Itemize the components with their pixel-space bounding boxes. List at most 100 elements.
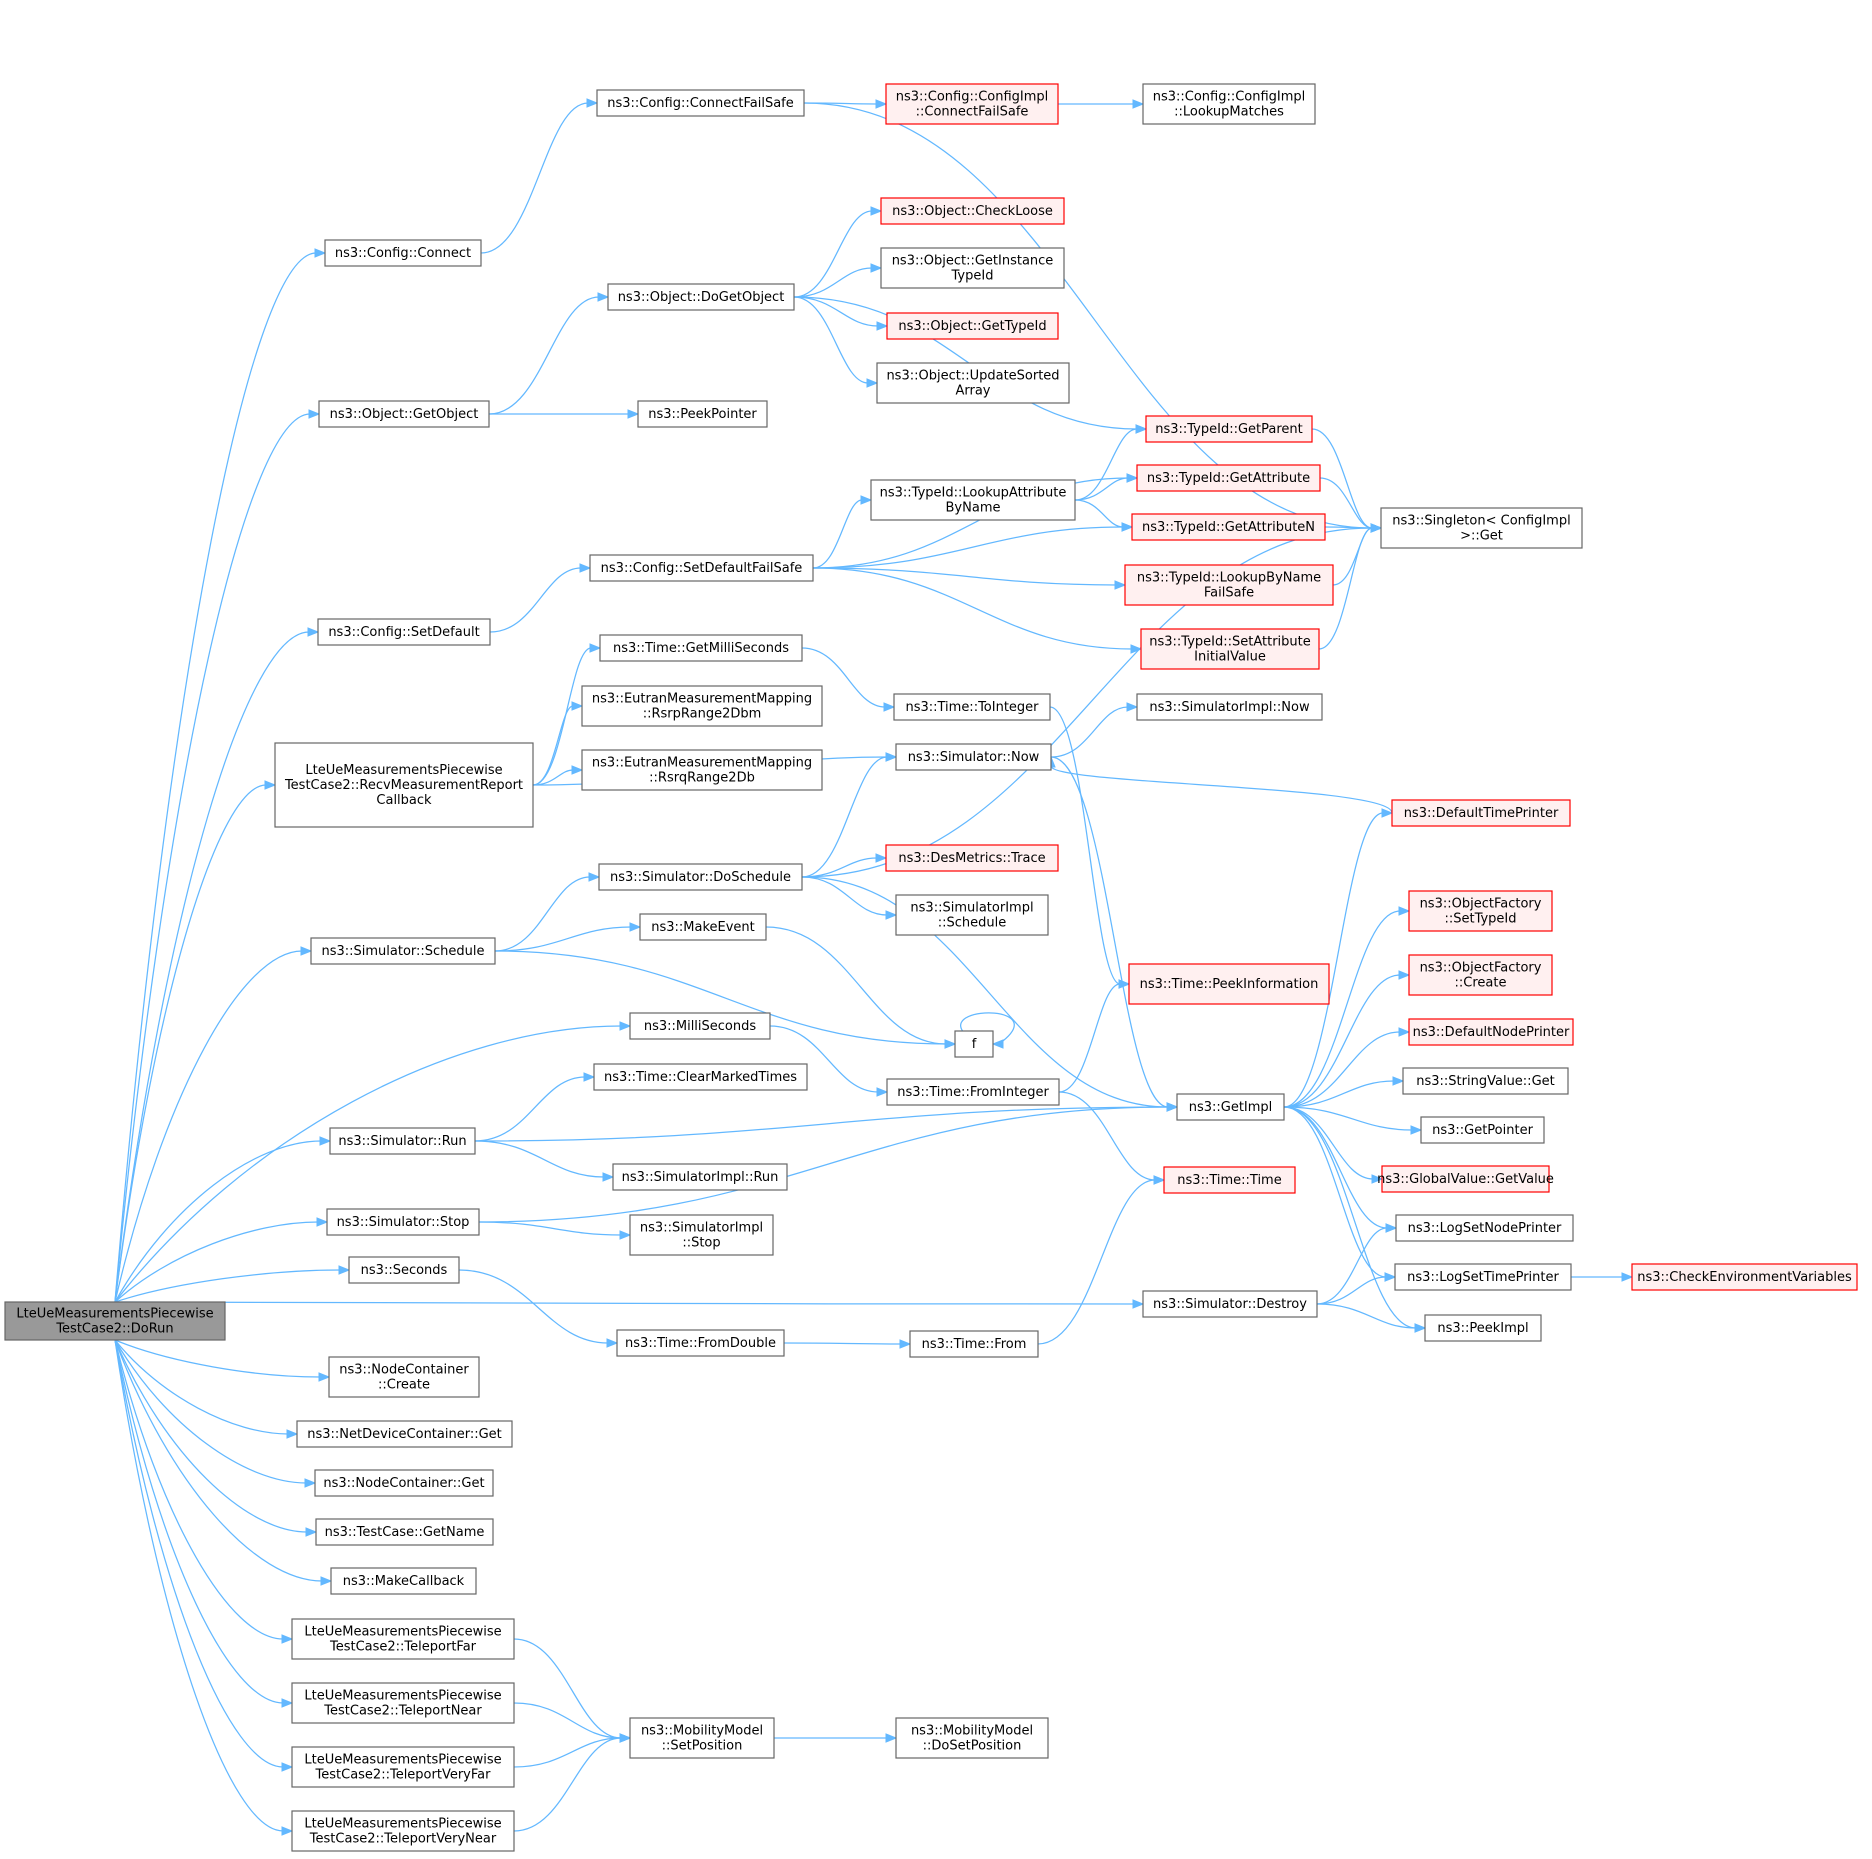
node-obj-get-object[interactable]: ns3::Object::GetObject [318,400,490,428]
node-time-from-double[interactable]: ns3::Time::FromDouble [616,1329,785,1357]
node-label-line: ns3::GetImpl [1189,1100,1273,1115]
node-label-line: ::Create [1455,976,1507,991]
node-default-node-printer[interactable]: ns3::DefaultNodePrinter [1408,1018,1574,1046]
node-sim-run[interactable]: ns3::Simulator::Run [329,1127,476,1155]
node-string-value-get[interactable]: ns3::StringValue::Get [1402,1067,1569,1095]
node-time-clear-marked-times[interactable]: ns3::Time::ClearMarkedTimes [593,1063,808,1091]
node-box [328,1356,480,1398]
node-teleport-very-near[interactable]: LteUeMeasurementsPiecewiseTestCase2::Tel… [291,1810,515,1852]
node-obj-get-type-id[interactable]: ns3::Object::GetTypeId [886,312,1059,340]
edge-arrowhead [1392,1076,1405,1086]
node-sim-schedule[interactable]: ns3::Simulator::Schedule [310,937,496,965]
node-sim-stop[interactable]: ns3::Simulator::Stop [326,1208,480,1236]
node-type-get-parent[interactable]: ns3::TypeId::GetParent [1145,415,1313,443]
edge-arrowhead [316,1217,329,1227]
node-label-line: ns3::SimulatorImpl::Run [622,1170,779,1185]
edge-line [1037,1179,1156,1345]
edge-sim-stop-to-get-impl [478,1102,1179,1223]
node-time-from[interactable]: ns3::Time::From [909,1330,1039,1358]
node-check-env-vars[interactable]: ns3::CheckEnvironmentVariables [1631,1263,1858,1291]
node-cfg-impl-lookup-matches[interactable]: ns3::Config::ConfigImpl::LookupMatches [1142,83,1316,125]
edge-get-impl-to-global-value-get-value [1283,1106,1384,1184]
node-node-container-get[interactable]: ns3::NodeContainer::Get [314,1469,494,1497]
node-mobility-set-position[interactable]: ns3::MobilityModel::SetPosition [629,1717,775,1759]
node-recv-meas-callback[interactable]: LteUeMeasurementsPiecewiseTestCase2::Rec… [274,742,534,828]
node-label-line: ns3::Config::ConfigImpl [896,90,1049,105]
node-peek-pointer[interactable]: ns3::PeekPointer [637,400,768,428]
node-get-pointer[interactable]: ns3::GetPointer [1420,1116,1545,1144]
node-teleport-near[interactable]: LteUeMeasurementsPiecewiseTestCase2::Tel… [291,1682,515,1724]
node-type-get-attribute[interactable]: ns3::TypeId::GetAttribute [1136,464,1321,492]
node-test-case-get-name[interactable]: ns3::TestCase::GetName [315,1518,494,1546]
node-box [886,1078,1060,1106]
node-teleport-very-far[interactable]: LteUeMeasurementsPiecewiseTestCase2::Tel… [291,1746,515,1788]
edge-sim-schedule-to-make-event [494,922,642,952]
node-log-set-node-printer[interactable]: ns3::LogSetNodePrinter [1395,1214,1574,1242]
edge-arrowhead [579,563,592,573]
edge-arrowhead [583,1072,596,1082]
edge-sim-schedule-to-sim-do-schedule [494,872,601,952]
edge-arrowhead [1126,702,1139,712]
edge-arrowhead [1166,1102,1179,1112]
node-time-from-integer[interactable]: ns3::Time::FromInteger [886,1078,1060,1106]
node-des-metrics-trace[interactable]: ns3::DesMetrics::Trace [885,844,1059,872]
node-cfg-set-default-fail-safe[interactable]: ns3::Config::SetDefaultFailSafe [589,554,814,582]
node-eutran-rsrq[interactable]: ns3::EutranMeasurementMapping::RsrqRange… [581,749,823,791]
node-label-line: TestCase2::RecvMeasurementReport [284,778,523,793]
node-f[interactable]: f [954,1030,994,1058]
node-cfg-set-default[interactable]: ns3::Config::SetDefault [317,618,491,646]
node-sim-impl-run[interactable]: ns3::SimulatorImpl::Run [612,1163,788,1191]
node-eutran-rsrp[interactable]: ns3::EutranMeasurementMapping::RsrpRange… [581,685,823,727]
node-teleport-far[interactable]: LteUeMeasurementsPiecewiseTestCase2::Tel… [291,1618,515,1660]
node-label-line: LteUeMeasurementsPiecewise [304,1689,501,1704]
node-make-callback[interactable]: ns3::MakeCallback [330,1567,477,1595]
node-label-line: ns3::StringValue::Get [1416,1074,1554,1089]
node-net-dev-container-get[interactable]: ns3::NetDeviceContainer::Get [296,1420,513,1448]
node-sim-do-schedule[interactable]: ns3::Simulator::DoSchedule [598,863,803,891]
node-cfg-impl-connect-fail-safe[interactable]: ns3::Config::ConfigImpl::ConnectFailSafe [885,83,1059,125]
node-cfg-connect[interactable]: ns3::Config::Connect [324,239,482,267]
node-obj-factory-set-type-id[interactable]: ns3::ObjectFactory::SetTypeId [1408,890,1553,932]
node-make-event[interactable]: ns3::MakeEvent [639,913,767,941]
node-sim-destroy[interactable]: ns3::Simulator::Destroy [1142,1290,1318,1318]
node-time-peek-information[interactable]: ns3::Time::PeekInformation [1128,963,1330,1005]
node-default-time-printer[interactable]: ns3::DefaultTimePrinter [1391,799,1571,827]
node-label-line: ns3::Object::GetTypeId [898,319,1046,334]
node-mobility-do-set-position[interactable]: ns3::MobilityModel::DoSetPosition [895,1717,1049,1759]
node-time-time[interactable]: ns3::Time::Time [1163,1166,1296,1194]
node-label-line: ns3::Object::GetInstance [892,254,1054,269]
edge-line [114,1339,321,1378]
node-log-set-time-printer[interactable]: ns3::LogSetTimePrinter [1394,1263,1572,1291]
edge-line [765,926,947,1045]
node-seconds[interactable]: ns3::Seconds [348,1256,460,1284]
node-cfg-connect-fail-safe[interactable]: ns3::Config::ConnectFailSafe [596,89,805,117]
node-sim-impl-stop[interactable]: ns3::SimulatorImpl::Stop [629,1214,774,1256]
node-obj-factory-create[interactable]: ns3::ObjectFactory::Create [1408,954,1553,996]
node-singleton-get[interactable]: ns3::Singleton< ConfigImpl>::Get [1380,507,1583,549]
node-obj-check-loose[interactable]: ns3::Object::CheckLoose [880,197,1065,225]
node-label-line: ns3::Config::ConfigImpl [1153,90,1306,105]
edge-arrowhead [606,1338,619,1348]
node-milli-seconds[interactable]: ns3::MilliSeconds [629,1012,771,1040]
node-obj-do-get-object[interactable]: ns3::Object::DoGetObject [607,283,795,311]
node-root[interactable]: LteUeMeasurementsPiecewiseTestCase2::DoR… [4,1301,226,1341]
node-sim-now[interactable]: ns3::Simulator::Now [895,743,1052,771]
edge-time-to-integer-to-time-peek-information [1049,706,1131,989]
node-global-value-get-value[interactable]: ns3::GlobalValue::GetValue [1377,1165,1554,1193]
node-sim-impl-now[interactable]: ns3::SimulatorImpl::Now [1136,693,1323,721]
node-time-to-integer[interactable]: ns3::Time::ToInteger [893,693,1051,721]
node-peek-impl[interactable]: ns3::PeekImpl [1424,1314,1542,1342]
node-time-get-milli-seconds[interactable]: ns3::Time::GetMilliSeconds [599,634,803,662]
node-node-container-create[interactable]: ns3::NodeContainer::Create [328,1356,480,1398]
edge-arrowhead [619,1733,632,1743]
node-type-get-attribute-n[interactable]: ns3::TypeId::GetAttributeN [1131,513,1326,541]
node-sim-impl-schedule[interactable]: ns3::SimulatorImpl::Schedule [895,894,1049,936]
edge-arrowhead [870,263,883,273]
node-get-impl[interactable]: ns3::GetImpl [1176,1093,1285,1121]
node-label-line: ns3::TypeId::GetAttribute [1147,471,1310,486]
